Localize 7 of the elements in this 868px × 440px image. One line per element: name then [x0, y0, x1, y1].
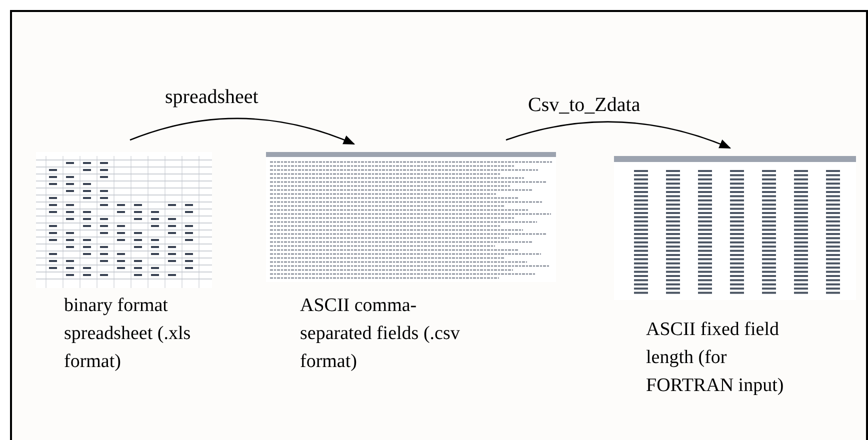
curved-arrow: [506, 121, 732, 149]
node-label: binary format spreadsheet (.xls format): [64, 294, 192, 374]
node-label: ASCII comma-separated fields (.csv format): [300, 294, 461, 374]
edge-label: Csv_to_Zdata: [528, 93, 642, 118]
node-label: ASCII fixed field length (for FORTRAN input): [646, 318, 785, 398]
edge-label: spreadsheet: [165, 85, 260, 110]
curved-arrow: [130, 118, 356, 145]
